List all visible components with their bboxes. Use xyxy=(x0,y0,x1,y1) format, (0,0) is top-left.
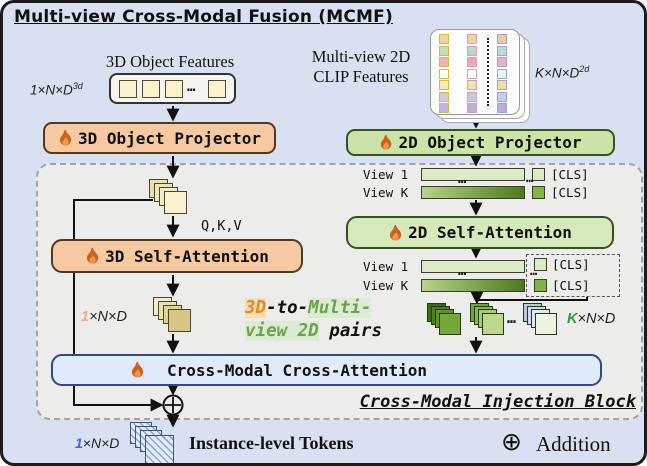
view1-bar xyxy=(421,168,525,181)
ellipsis: … xyxy=(530,264,538,278)
label-multiview-2d: Multi-view 2D xyxy=(311,47,411,66)
flame-icon xyxy=(130,361,145,379)
view1-label: View 1 xyxy=(363,167,409,182)
clip-card-front xyxy=(430,29,520,115)
view1-cls-token xyxy=(534,258,547,271)
clip-dotted-divider xyxy=(487,38,489,106)
2d-view-stack-light xyxy=(523,303,559,337)
2d-self-attention-box: 2D Self-Attention xyxy=(346,216,614,249)
addition-symbol: ⊕ xyxy=(501,429,522,456)
2d-self-attention-label: 2D Self-Attention xyxy=(408,223,572,242)
2d-view-stack-mid xyxy=(470,303,506,337)
pairs-annotation: 3D-to-Multi- view 2D pairs xyxy=(245,298,382,341)
instance-token-stack xyxy=(130,422,174,463)
viewk-label: View K xyxy=(363,185,409,200)
flame-icon xyxy=(58,129,73,147)
3d-token-row: … xyxy=(109,73,236,104)
3d-token xyxy=(165,80,183,98)
cross-modal-cross-attention-box: Cross-Modal Cross-Attention xyxy=(51,354,602,386)
3d-token xyxy=(208,80,226,98)
dim-3d-input: 1×N×D3d xyxy=(30,81,83,98)
ellipsis: … xyxy=(526,171,534,185)
qkv-label: Q,K,V xyxy=(201,218,242,234)
view1-label: View 1 xyxy=(363,259,409,274)
dim-2d-input: K×N×D2d xyxy=(535,64,590,81)
addition-label: Addition xyxy=(536,432,611,456)
viewk-cls-token xyxy=(532,186,545,199)
3d-token xyxy=(142,80,160,98)
cls-label: [CLS] xyxy=(551,167,589,182)
ellipsis: … xyxy=(187,79,196,95)
cls-label: [CLS] xyxy=(551,185,589,200)
2d-object-projector-box: 2D Object Projector xyxy=(346,129,615,156)
2d-object-projector-label: 2D Object Projector xyxy=(398,133,582,152)
2d-view-stack-dark xyxy=(427,303,463,337)
view1-bar xyxy=(421,260,525,273)
dim-3d-mid: 1×N×D xyxy=(81,309,127,325)
ellipsis: … xyxy=(458,263,467,279)
clip-column xyxy=(497,34,507,115)
viewk-bar xyxy=(421,279,525,292)
clip-feature-stack xyxy=(430,29,530,125)
dim-2d-mid: K×N×D xyxy=(567,311,616,327)
3d-token xyxy=(119,80,137,98)
3d-feature-stack-1 xyxy=(149,179,189,215)
flame-icon xyxy=(85,247,100,265)
ellipsis: … xyxy=(507,309,517,327)
3d-feature-stack-2 xyxy=(153,297,193,333)
instance-tokens-label: Instance-level Tokens xyxy=(189,433,354,453)
ellipsis: … xyxy=(458,171,467,187)
cls-selection-dashed-box xyxy=(526,254,620,297)
cross-modal-cross-attention-label: Cross-Modal Cross-Attention xyxy=(166,360,428,380)
flame-icon xyxy=(388,224,403,242)
label-clip-features: CLIP Features xyxy=(313,67,409,86)
viewk-label: View K xyxy=(363,278,409,293)
clip-column xyxy=(467,34,477,115)
page-title: Multi-view Cross-Modal Fusion (MCMF) xyxy=(14,7,393,27)
view1-cls-token xyxy=(532,168,545,181)
3d-object-projector-box: 3D Object Projector xyxy=(43,122,276,154)
label-3d-object-features: 3D Object Features xyxy=(105,52,235,71)
viewk-cls-token xyxy=(534,279,547,292)
3d-self-attention-label: 3D Self-Attention xyxy=(105,246,269,266)
cls-label: [CLS] xyxy=(552,278,590,293)
3d-object-projector-label: 3D Object Projector xyxy=(77,128,262,148)
dim-output: 1×N×D xyxy=(75,435,120,451)
flame-icon xyxy=(379,134,393,151)
viewk-bar xyxy=(421,186,525,199)
cls-label: [CLS] xyxy=(552,257,590,272)
injection-block-label: Cross-Modal Injection Block xyxy=(359,392,636,412)
3d-self-attention-box: 3D Self-Attention xyxy=(51,239,303,273)
clip-column xyxy=(439,34,449,115)
